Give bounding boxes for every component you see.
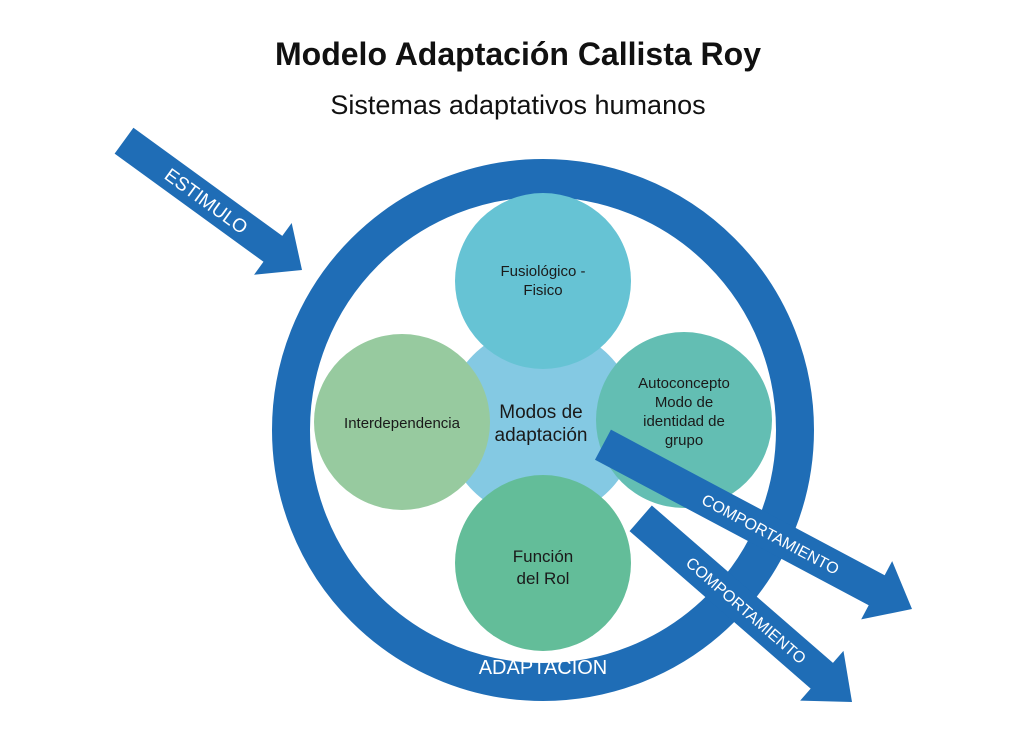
mode-circle-interdependence <box>314 334 490 510</box>
mode-circle-physiological <box>455 193 631 369</box>
page-title: Modelo Adaptación Callista Roy <box>275 36 761 72</box>
stimulus-label: ESTIMULO <box>160 165 251 239</box>
mode-self-concept-line4: grupo <box>665 432 703 449</box>
adaptation-ring <box>272 159 814 701</box>
center-label-line1: Modos de <box>499 402 582 423</box>
mode-physiological-line2: Fisico <box>523 282 562 299</box>
mode-self-concept-line1: Autoconcepto <box>638 375 730 392</box>
mode-role-function-line2: del Rol <box>517 569 570 588</box>
mode-circle-role-function <box>455 475 631 651</box>
adaptation-label: ADAPTACIÓN <box>479 656 608 679</box>
center-label-line2: adaptación <box>495 425 588 446</box>
mode-interdependence-label: Interdependencia <box>344 415 461 432</box>
mode-self-concept-line2: Modo de <box>655 394 713 411</box>
center-circle <box>445 327 637 519</box>
mode-self-concept-line3: identidad de <box>643 413 725 430</box>
mode-role-function-line1: Función <box>513 547 573 566</box>
mode-physiological-line1: Fusiológico - <box>500 263 585 280</box>
page-subtitle: Sistemas adaptativos humanos <box>330 90 706 120</box>
stimulus-arrow: ESTIMULO <box>114 127 302 275</box>
